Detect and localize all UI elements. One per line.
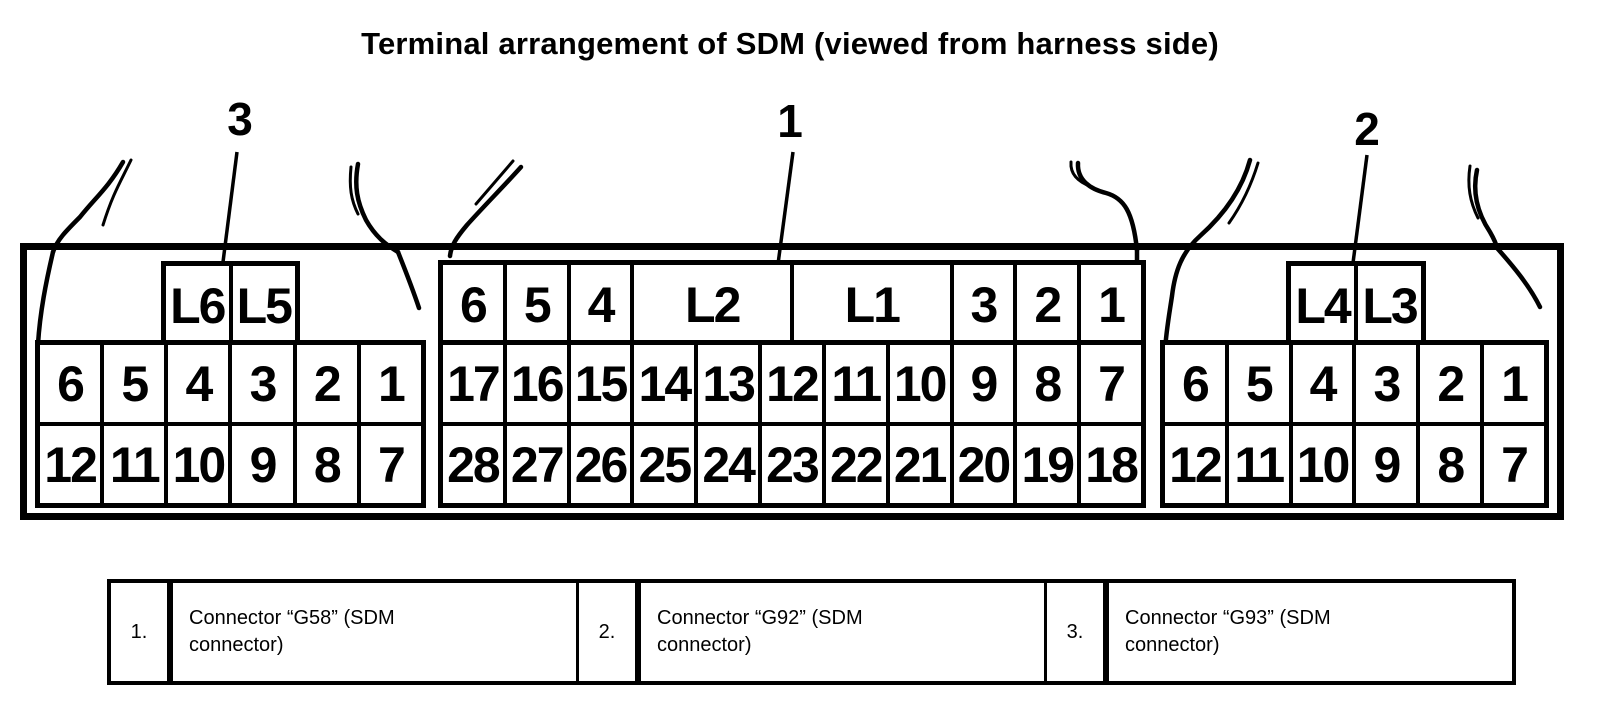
- legend-item-2-number: 2.: [579, 583, 641, 681]
- terminal-cell-8: 8: [294, 424, 359, 505]
- legend-item-3: 3. Connector “G93” (SDM connector): [1044, 583, 1512, 681]
- terminal-cell-2: 2: [1015, 263, 1080, 346]
- terminal-cell-16: 16: [504, 343, 569, 424]
- terminal-cell-l4: L4: [1289, 264, 1356, 347]
- legend-item-1-number: 1.: [111, 583, 173, 681]
- legend-item-3-text-cell: Connector “G93” (SDM connector): [1109, 583, 1512, 681]
- legend-item-3-number: 3.: [1047, 583, 1109, 681]
- terminal-cell-4: 4: [166, 343, 231, 424]
- terminal-cell-20: 20: [951, 424, 1016, 505]
- terminal-cell-12: 12: [38, 424, 103, 505]
- terminal-cell-5: 5: [102, 343, 167, 424]
- terminal-cell-17: 17: [441, 343, 505, 424]
- terminal-cell-4: 4: [568, 263, 633, 346]
- harness-wire-curl-f: [1472, 167, 1500, 251]
- harness-wire-curl-a: [50, 159, 126, 255]
- terminal-cell-14: 14: [632, 343, 697, 424]
- terminal-cell-3: 3: [1354, 343, 1419, 424]
- callout-number-2: 2: [1354, 103, 1380, 155]
- terminal-cell-9: 9: [951, 343, 1016, 424]
- terminal-cell-10: 10: [1290, 424, 1355, 505]
- legend-item-2-text-cell: Connector “G92” (SDM connector): [641, 583, 1044, 681]
- terminal-cell-1: 1: [1079, 263, 1143, 346]
- terminal-cell-l6: L6: [164, 264, 231, 347]
- terminal-cell-9: 9: [1354, 424, 1419, 505]
- terminal-cell-11: 11: [1226, 424, 1291, 505]
- terminal-cell-23: 23: [760, 424, 824, 505]
- terminal-cell-l5: L5: [230, 264, 297, 347]
- harness-wire-curl-d-double: [1069, 160, 1094, 189]
- terminal-cell-5: 5: [504, 263, 569, 346]
- terminal-cell-8: 8: [1015, 343, 1080, 424]
- terminal-cell-3: 3: [230, 343, 295, 424]
- terminal-cell-12: 12: [760, 343, 824, 424]
- callout-number-3: 3: [227, 93, 253, 145]
- terminal-cell-15: 15: [568, 343, 633, 424]
- terminal-cell-2: 2: [1418, 343, 1483, 424]
- legend-item-1-text: Connector “G58” (SDM connector): [189, 607, 395, 656]
- harness-wire-curl-e-double: [1227, 161, 1260, 225]
- terminal-cell-27: 27: [504, 424, 569, 505]
- terminal-cell-25: 25: [632, 424, 697, 505]
- diagram-title: Terminal arrangement of SDM (viewed from…: [361, 26, 1219, 61]
- legend-item-2-text: Connector “G92” (SDM connector): [657, 607, 863, 656]
- callout-number-1: 1: [777, 95, 803, 147]
- legend-item-3-text: Connector “G93” (SDM connector): [1125, 607, 1331, 656]
- terminal-cell-11: 11: [102, 424, 167, 505]
- legend-item-1-text-cell: Connector “G58” (SDM connector): [173, 583, 576, 681]
- terminal-cell-22: 22: [823, 424, 888, 505]
- terminal-cell-7: 7: [358, 424, 423, 505]
- terminal-cell-9: 9: [230, 424, 295, 505]
- terminal-cell-l3: L3: [1356, 264, 1423, 347]
- terminal-cell-6: 6: [441, 263, 505, 346]
- terminal-cell-3: 3: [951, 263, 1016, 346]
- terminal-cell-10: 10: [887, 343, 952, 424]
- harness-wire-curl-d: [1075, 160, 1140, 253]
- terminal-cell-12: 12: [1163, 424, 1227, 505]
- terminal-cell-10: 10: [166, 424, 231, 505]
- legend-item-1: 1. Connector “G58” (SDM connector): [111, 583, 576, 681]
- terminal-cell-26: 26: [568, 424, 633, 505]
- terminal-cell-2: 2: [294, 343, 359, 424]
- terminal-cell-24: 24: [696, 424, 761, 505]
- terminal-cell-11: 11: [823, 343, 888, 424]
- terminal-cell-28: 28: [441, 424, 505, 505]
- terminal-cell-6: 6: [38, 343, 103, 424]
- harness-wire-curl-f-double: [1467, 164, 1480, 220]
- harness-wire-curl-b-double: [348, 165, 360, 216]
- terminal-cell-18: 18: [1079, 424, 1143, 505]
- terminal-cell-7: 7: [1482, 424, 1546, 505]
- harness-wire-curl-b: [354, 161, 401, 255]
- terminal-cell-1: 1: [1482, 343, 1546, 424]
- terminal-cell-19: 19: [1015, 424, 1080, 505]
- terminal-cell-l2: L2: [632, 263, 792, 346]
- terminal-cell-6: 6: [1163, 343, 1227, 424]
- terminal-cell-1: 1: [358, 343, 423, 424]
- terminal-cell-13: 13: [696, 343, 761, 424]
- harness-wire-curl-c-double: [474, 159, 515, 206]
- legend-item-2: 2. Connector “G92” (SDM connector): [576, 583, 1044, 681]
- terminal-cell-l1: L1: [792, 263, 952, 346]
- harness-wire-curl-a-double: [101, 158, 133, 227]
- terminal-cell-7: 7: [1079, 343, 1143, 424]
- terminal-cell-4: 4: [1290, 343, 1355, 424]
- terminal-cell-21: 21: [887, 424, 952, 505]
- terminal-cell-8: 8: [1418, 424, 1483, 505]
- terminal-cell-5: 5: [1226, 343, 1291, 424]
- legend-table: 1. Connector “G58” (SDM connector) 2. Co…: [107, 579, 1516, 685]
